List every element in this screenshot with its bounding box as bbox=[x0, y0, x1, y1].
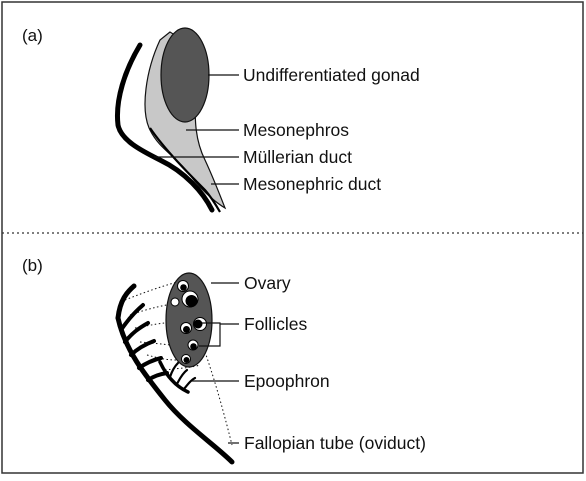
panel-a-label: (a) bbox=[22, 26, 43, 45]
follicle bbox=[182, 291, 198, 307]
label-ovary: Ovary bbox=[244, 273, 291, 293]
follicle bbox=[178, 281, 189, 292]
panel-a-drawing bbox=[117, 28, 225, 212]
label-epoophron: Epoophron bbox=[244, 371, 330, 391]
follicle bbox=[181, 323, 192, 334]
label-undifferentiated-gonad: Undifferentiated gonad bbox=[243, 65, 420, 85]
label-mesonephric-duct: Mesonephric duct bbox=[243, 174, 381, 194]
label-mullerian-duct: Müllerian duct bbox=[243, 147, 352, 167]
panel-b-drawing bbox=[118, 273, 232, 462]
panel-b-label: (b) bbox=[22, 256, 43, 275]
follicle bbox=[188, 340, 198, 350]
undifferentiated-gonad-shape bbox=[161, 28, 209, 122]
label-follicles: Follicles bbox=[244, 314, 307, 334]
follicle bbox=[194, 318, 207, 331]
label-fallopian-tube: Fallopian tube (oviduct) bbox=[244, 433, 426, 453]
label-mesonephros: Mesonephros bbox=[243, 120, 349, 140]
follicle bbox=[171, 298, 179, 306]
follicle bbox=[182, 355, 191, 364]
